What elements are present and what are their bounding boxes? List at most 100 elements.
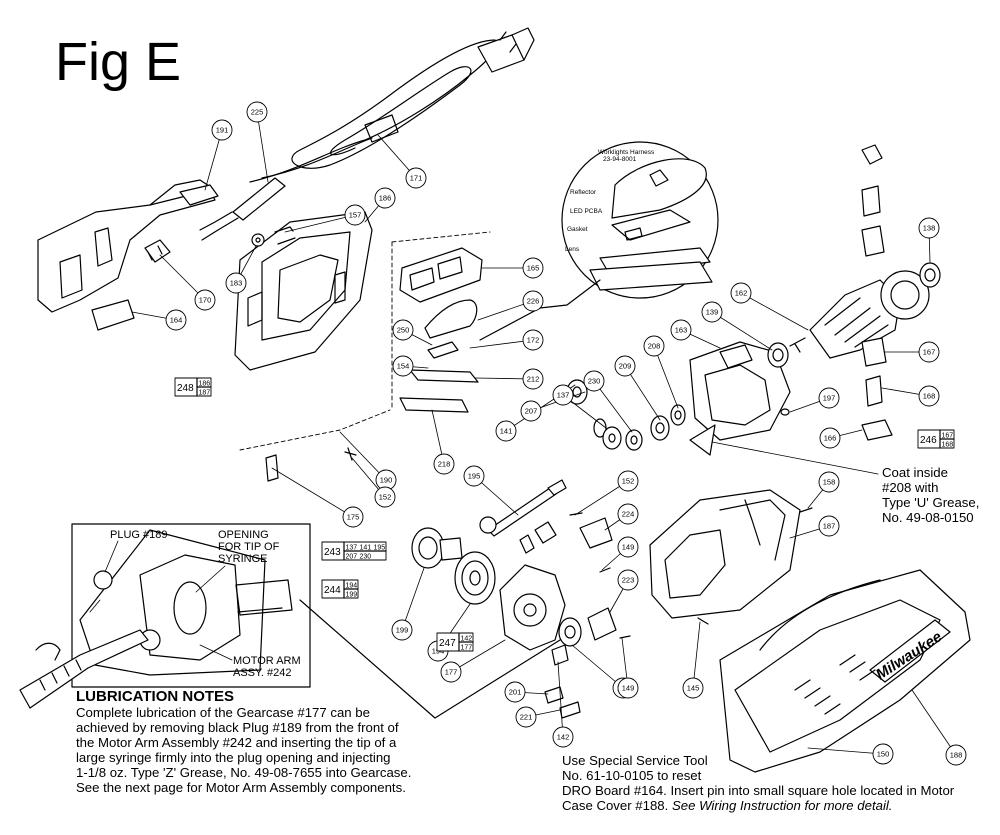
switch-170 (144, 239, 171, 263)
callout-number: 212 (527, 375, 540, 384)
callout-number: 197 (823, 394, 836, 403)
callout-circle (344, 204, 366, 226)
armature-162 (767, 262, 941, 368)
callout-circle (211, 119, 233, 141)
callout-225: 225 (246, 101, 268, 123)
service-note-line4: Case Cover #188. See Wiring Instruction … (562, 798, 892, 813)
callout-circle (374, 187, 396, 209)
leader-141 (571, 644, 624, 689)
callout-number: 187 (823, 522, 836, 531)
callout-circle (374, 486, 396, 508)
callout-circle (818, 515, 840, 537)
callout-circle (440, 661, 462, 683)
callout-226: 226 (522, 290, 544, 312)
callout-number: 152 (379, 493, 392, 502)
callout-circle (522, 329, 544, 351)
dro-board-164 (91, 299, 135, 331)
callout-208: 208 (643, 335, 665, 357)
callout-number: 201 (509, 688, 522, 697)
callout-number: 150 (877, 750, 890, 759)
callout-number: 170 (199, 296, 212, 305)
callout-166: 166 (819, 427, 841, 449)
callout-172: 172 (522, 329, 544, 351)
callout-number: 137 (557, 391, 570, 400)
callout-number: 218 (438, 460, 451, 469)
lubrication-inset (19, 523, 561, 719)
callout-152: 152 (617, 470, 639, 492)
callout-circle (391, 619, 413, 641)
leader-162 (740, 292, 809, 331)
opening-label-line2: FOR TIP OF (218, 541, 280, 553)
opening-label-line3: SYRINGE (218, 553, 268, 565)
leader-157 (284, 214, 356, 233)
kit-part-number: 230 (360, 554, 372, 561)
callout-number: 152 (622, 477, 635, 486)
kit-number: 248 (177, 383, 194, 394)
callout-number: 226 (527, 297, 540, 306)
callout-circle (670, 319, 692, 341)
callout-number: 139 (706, 308, 719, 317)
callout-187: 187 (818, 515, 840, 537)
callout-circle (522, 257, 544, 279)
kit-part-number: 137 (346, 545, 358, 552)
callout-223: 223 (617, 569, 639, 591)
callout-138: 138 (918, 217, 940, 239)
kit-part-number: 194 (346, 583, 358, 590)
callout-139: 139 (701, 301, 723, 323)
callout-circle (617, 470, 639, 492)
callout-number: 191 (216, 126, 229, 135)
leader-225 (256, 111, 269, 183)
motor-arm-label-line1: MOTOR ARM (233, 655, 301, 667)
callout-207: 207 (520, 400, 542, 422)
field-163 (689, 341, 791, 441)
callout-218: 218 (433, 453, 455, 475)
callout-145: 145 (682, 677, 704, 699)
callout-circle (730, 282, 752, 304)
callout-circle (617, 677, 639, 699)
callout-circle (520, 400, 542, 422)
kit-number: 247 (439, 638, 456, 649)
coat-leader (711, 441, 879, 475)
leader-188 (911, 689, 957, 756)
callout-circle (522, 290, 544, 312)
callout-number: 141 (500, 427, 513, 436)
callout-224: 224 (617, 503, 639, 525)
leader-172 (469, 339, 534, 349)
worklight-text: Worklights Harness 23-94-8001 Reflector … (565, 149, 655, 253)
callout-149: 149 (617, 536, 639, 558)
callout-152: 152 (374, 486, 396, 508)
lubrication-line-3: the Motor Arm Assembly #242 and insertin… (76, 735, 397, 750)
callout-199: 199 (391, 619, 413, 641)
kit-part-number: 141 (360, 545, 372, 552)
callout-158: 158 (818, 471, 840, 493)
spindle-195 (479, 479, 567, 537)
screws-157-183 (251, 226, 296, 247)
leader-175 (271, 467, 354, 518)
lens-label: Lens (565, 246, 580, 253)
kit-part-number: 142 (461, 636, 473, 643)
callout-number: 199 (396, 626, 409, 635)
callout-circle (701, 301, 723, 323)
leader-150 (807, 747, 884, 755)
callout-number: 171 (410, 174, 423, 183)
power-cord (199, 27, 535, 241)
callout-137: 137 (552, 384, 574, 406)
callout-230: 230 (583, 370, 605, 392)
callout-141: 141 (495, 420, 517, 442)
leader-199 (401, 567, 425, 631)
coat-note-line2: #208 with (882, 480, 939, 495)
callout-number: 168 (923, 392, 936, 401)
motor-case-cover-188 (719, 569, 971, 773)
callout-number: 157 (349, 211, 362, 220)
callout-number: 195 (468, 472, 481, 481)
callout-circle (614, 355, 636, 377)
opening-label-line1: OPENING (218, 529, 269, 541)
leader-142 (557, 661, 564, 738)
callout-circle (818, 471, 840, 493)
service-note-line1: Use Special Service Tool (562, 753, 708, 768)
callout-circle (643, 335, 665, 357)
harness-label-line1: Worklights Harness (598, 149, 655, 156)
